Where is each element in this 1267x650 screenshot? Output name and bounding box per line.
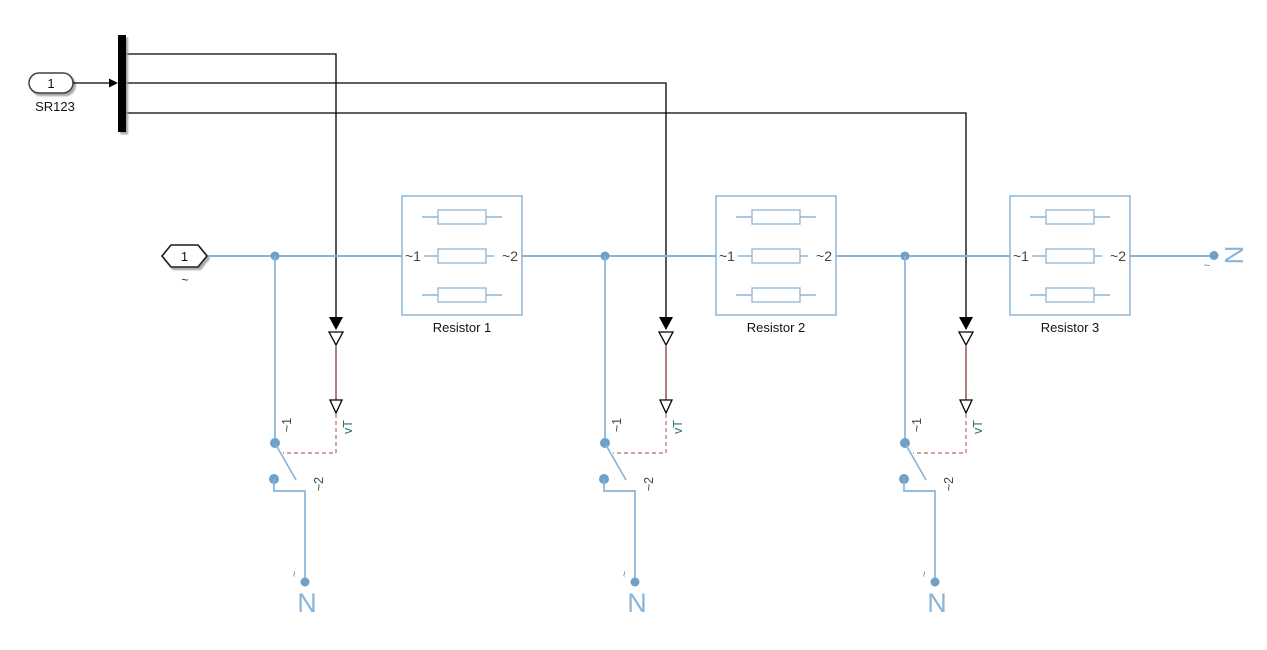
neutral-tilde-label: ~ [619,571,631,577]
switch-block-3[interactable]: ~1 ~2 [899,256,956,580]
switch-lever[interactable] [275,444,297,481]
neutral-n-label: N [1219,246,1249,265]
terminal-dot [1209,251,1219,260]
switch-port2-label: ~2 [942,477,956,491]
connection-port-tilde-label: ~ [181,273,188,287]
neutral-n-label: N [627,588,647,618]
terminal-dot [630,577,640,587]
electrical-wire-segment[interactable] [273,479,306,580]
resistor-element [1045,209,1095,225]
resistor-element [751,209,801,225]
hollow-triangle-icon [957,331,975,347]
resistor-block-2[interactable]: ~1 ~2 [715,195,837,316]
resistor-port-right-label: ~2 [1110,248,1126,264]
neutral-terminal-1[interactable]: ~ N [289,571,317,618]
demux-block[interactable] [118,35,126,132]
inport-label: SR123 [35,99,75,114]
switch-port1-label: ~1 [910,418,924,432]
resistor-block-3[interactable]: ~1 ~2 [1009,195,1131,316]
switch-lever[interactable] [905,444,927,481]
hollow-triangle-icon [658,399,674,415]
neutral-tilde-label: ~ [919,571,931,577]
resistor-element [437,248,487,264]
control-signal-wire-3[interactable]: vT [126,112,985,454]
hollow-triangle-icon [958,399,974,415]
hollow-triangle-icon [657,331,675,347]
resistor-block-label: Resistor 3 [1041,320,1100,335]
terminal-dot [300,577,310,587]
vt-port-label: vT [341,420,355,434]
switch-port-dot [270,438,280,448]
resistor-element [1045,287,1095,303]
neutral-terminal-3[interactable]: ~ N [919,571,947,618]
resistor-block-1[interactable]: ~1 ~2 [401,195,523,316]
connection-port-number: 1 [181,249,188,264]
switch-port1-label: ~1 [610,418,624,432]
inport-block[interactable]: 1 [28,72,74,94]
electrical-wire-segment[interactable] [603,479,636,580]
hexagon-port-shape[interactable] [160,244,209,268]
resistor-element [751,287,801,303]
hollow-triangle-icon [328,399,344,415]
neutral-n-label: N [927,588,947,618]
dashed-control-wire[interactable] [613,414,667,454]
neutral-terminal-2[interactable]: ~ N [619,571,647,618]
neutral-tilde-label: ~ [1204,260,1210,272]
resistor-element [1045,248,1095,264]
switch-port2-label: ~2 [642,477,656,491]
hollow-triangle-icon [327,331,345,347]
switch-port-dot [600,438,610,448]
dashed-control-wire[interactable] [913,414,967,454]
neutral-terminal-right[interactable]: ~ N [1204,246,1249,272]
resistor-port-left-label: ~1 [719,248,735,264]
terminal-dot [930,577,940,587]
demux-bar[interactable] [118,35,126,132]
arrowhead-icon [959,317,973,330]
dashed-control-wire[interactable] [283,414,337,454]
switch-port1-label: ~1 [280,418,294,432]
neutral-tilde-label: ~ [289,571,301,577]
resistor-element [751,248,801,264]
control-signal-wire-1[interactable]: vT [126,53,355,454]
input-signal-wire[interactable] [73,78,118,88]
arrowhead-icon [109,78,118,88]
resistor-port-left-label: ~1 [1013,248,1029,264]
switch-port-dot [900,438,910,448]
switch-lever[interactable] [605,444,627,481]
inport-number: 1 [47,76,54,91]
resistor-port-left-label: ~1 [405,248,421,264]
vt-port-label: vT [671,420,685,434]
resistor-element [437,209,487,225]
signal-wire[interactable] [126,82,667,318]
resistor-block-label: Resistor 1 [433,320,492,335]
resistor-block-label: Resistor 2 [747,320,806,335]
arrowhead-icon [329,317,343,330]
resistor-port-right-label: ~2 [816,248,832,264]
switch-port2-label: ~2 [312,477,326,491]
signal-wire[interactable] [126,53,337,318]
electrical-wire-segment[interactable] [903,479,936,580]
switch-block-2[interactable]: ~1 ~2 [599,256,656,580]
resistor-port-right-label: ~2 [502,248,518,264]
connection-port-block[interactable]: 1 [160,244,209,268]
vt-port-label: vT [971,420,985,434]
control-signal-wire-2[interactable]: vT [126,82,685,454]
neutral-n-label: N [297,588,317,618]
switch-block-1[interactable]: ~1 ~2 [269,256,326,580]
signal-wire[interactable] [126,112,967,318]
resistor-element [437,287,487,303]
arrowhead-icon [659,317,673,330]
